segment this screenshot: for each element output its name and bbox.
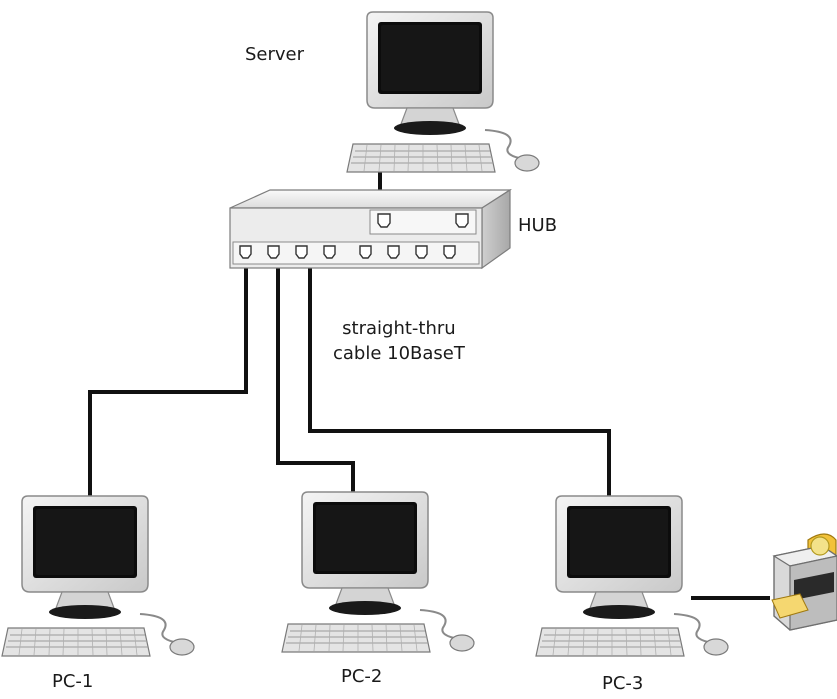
pc3-computer-icon — [535, 495, 729, 657]
hub-label: HUB — [518, 215, 558, 236]
cable-hub-pc3 — [308, 266, 611, 498]
cable-label-line2: cable 10BaseT — [333, 343, 465, 364]
cables — [88, 160, 770, 600]
hub-icon — [229, 188, 513, 270]
cable-hub-pc2 — [276, 266, 355, 494]
pc2-label: PC-2 — [341, 666, 383, 687]
pc3-label: PC-3 — [602, 673, 644, 694]
cable-label: straight-thru cable 10BaseT — [333, 316, 465, 366]
pc2-computer-icon — [281, 491, 475, 653]
server-label: Server — [245, 44, 305, 65]
cable-label-line1: straight-thru — [342, 318, 456, 339]
server-computer-icon — [346, 11, 540, 173]
printer-icon — [771, 533, 837, 631]
cable-hub-pc1 — [88, 266, 248, 498]
pc1-computer-icon — [1, 495, 195, 657]
pc1-label: PC-1 — [52, 671, 94, 692]
